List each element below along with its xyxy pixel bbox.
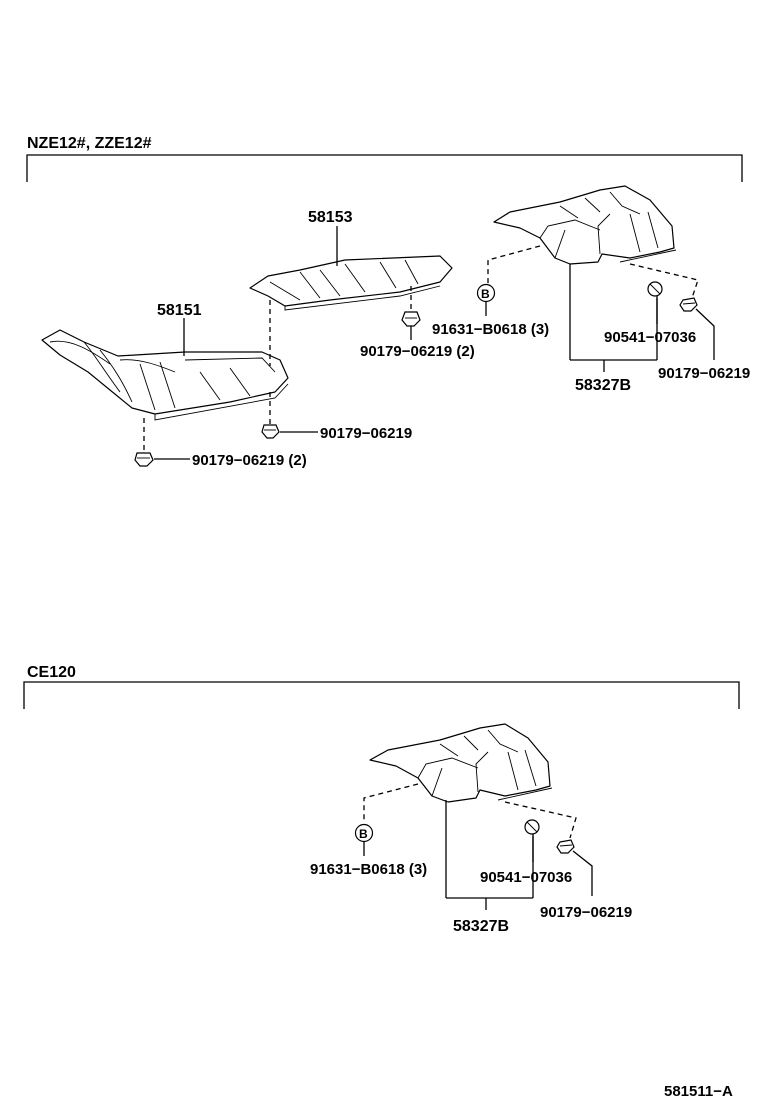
label-nut-front-left: 90179−06219 (2) — [192, 452, 307, 469]
bolt-marker-b-icon: B — [476, 283, 496, 303]
nut-icon — [134, 452, 154, 467]
insulator-rear-58327b[interactable] — [493, 185, 677, 265]
label-clip-rear: 90541−07036 — [604, 329, 696, 346]
label-clip-rear-ce120: 90541−07036 — [480, 869, 572, 886]
label-nut-front-right: 90179−06219 — [320, 425, 412, 442]
dashed-rear-bolt — [363, 783, 419, 822]
nut-icon — [679, 297, 698, 312]
label-bolt-rear-ce120: 91631−B0618 (3) — [310, 861, 427, 878]
section-nze-zze: NZE12#, ZZE12# 58151 — [26, 135, 750, 469]
label-nut-rear: 90179−06219 — [658, 365, 750, 382]
bolt-marker-letter: B — [359, 827, 368, 841]
label-nut-center: 90179−06219 (2) — [360, 343, 475, 360]
label-bolt-rear: 91631−B0618 (3) — [432, 321, 549, 338]
label-58327b-ce120: 58327B — [453, 918, 509, 935]
nut-icon — [261, 424, 280, 439]
dashed-rear-nut — [629, 263, 699, 299]
insulator-center-58153[interactable] — [249, 255, 453, 311]
dashed-rear-nut — [504, 801, 577, 839]
nut-icon — [401, 311, 421, 327]
bolt-marker-letter: B — [481, 287, 490, 301]
figure-id: 581511−A — [664, 1083, 733, 1100]
dashed-rear-bolt — [487, 245, 541, 284]
section-title-nze-zze: NZE12#, ZZE12# — [27, 135, 152, 152]
clip-icon — [524, 819, 540, 835]
leader-nut-rear — [572, 850, 593, 896]
label-nut-rear-ce120: 90179−06219 — [540, 904, 632, 921]
label-58327b: 58327B — [575, 377, 631, 394]
label-58153: 58153 — [308, 209, 353, 226]
label-58151: 58151 — [157, 302, 202, 319]
nut-icon — [556, 839, 575, 854]
clip-icon — [647, 281, 663, 297]
insulator-front-58151[interactable] — [41, 329, 289, 421]
leader-nut-rear — [695, 308, 715, 360]
section-ce120: CE120 58327B B 91631−B0618 (3) — [23, 664, 740, 935]
bolt-marker-b-icon: B — [354, 823, 374, 843]
insulator-rear-58327b-ce120[interactable] — [369, 723, 553, 803]
section-bracket — [26, 154, 743, 182]
section-title-ce120: CE120 — [27, 664, 76, 681]
section-bracket — [23, 681, 740, 709]
